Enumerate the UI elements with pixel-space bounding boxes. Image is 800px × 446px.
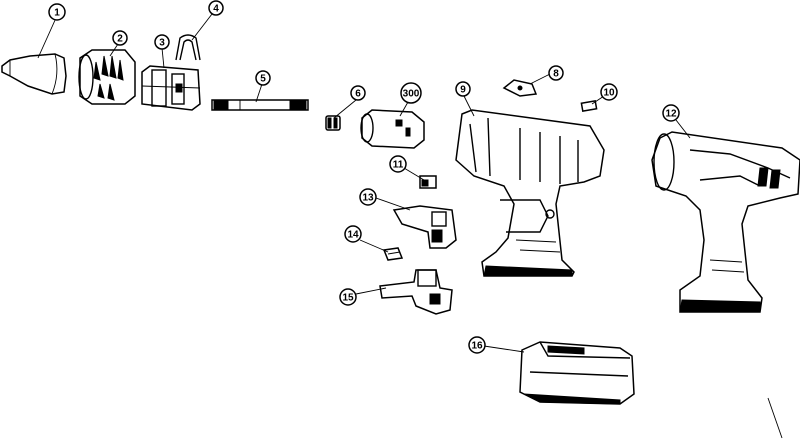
callout-4-label: 4 xyxy=(213,4,219,15)
callout-11-label: 11 xyxy=(393,160,404,171)
callout-2-label: 2 xyxy=(117,34,123,45)
part-8-insert xyxy=(502,79,538,97)
part-15-terminal-block xyxy=(379,269,453,315)
part-300-motor xyxy=(360,109,425,149)
callout-16: 16 xyxy=(468,336,486,354)
callout-8-label: 8 xyxy=(553,69,559,80)
part-5-spindle xyxy=(211,99,309,111)
callout-5-label: 5 xyxy=(260,74,266,85)
callout-13: 13 xyxy=(359,188,377,206)
callout-300: 300 xyxy=(400,82,422,104)
callout-9-label: 9 xyxy=(460,85,466,96)
part-12-housing-right xyxy=(651,131,800,313)
callout-13-label: 13 xyxy=(362,193,374,204)
part-13-trigger-switch xyxy=(392,205,457,249)
part-1-chuck-nose xyxy=(1,53,67,95)
callout-15-label: 15 xyxy=(342,293,354,304)
leader-lines xyxy=(37,13,691,353)
callout-300-label: 300 xyxy=(403,89,420,100)
part-9-housing-left xyxy=(455,109,605,277)
callout-10-label: 10 xyxy=(603,88,615,99)
stray-mark xyxy=(767,397,783,439)
callout-1-label: 1 xyxy=(54,8,60,19)
callout-11: 11 xyxy=(389,155,407,173)
callout-9: 9 xyxy=(455,81,471,97)
part-11-switch xyxy=(419,175,437,189)
callout-12: 12 xyxy=(662,104,680,122)
part-6-pinion-gear xyxy=(325,115,341,131)
part-4-clip xyxy=(175,34,201,61)
callout-14-label: 14 xyxy=(347,230,359,241)
callout-10: 10 xyxy=(600,83,618,101)
callout-15: 15 xyxy=(339,288,357,306)
part-16-battery-pack xyxy=(519,341,635,405)
callout-3: 3 xyxy=(154,34,170,50)
callout-16-label: 16 xyxy=(471,341,483,352)
callout-6-label: 6 xyxy=(355,89,361,100)
callout-1: 1 xyxy=(48,3,66,21)
callout-6: 6 xyxy=(350,85,366,101)
callout-4: 4 xyxy=(208,0,224,16)
callout-14: 14 xyxy=(344,225,362,243)
callout-5: 5 xyxy=(255,70,271,86)
part-2-chuck-sleeve xyxy=(78,49,136,105)
part-14-small-part xyxy=(382,247,404,261)
callout-3-label: 3 xyxy=(159,38,165,49)
callout-12-label: 12 xyxy=(665,109,677,120)
callout-2: 2 xyxy=(112,30,128,46)
part-3-gearbox xyxy=(141,65,201,111)
callout-8: 8 xyxy=(548,65,564,81)
